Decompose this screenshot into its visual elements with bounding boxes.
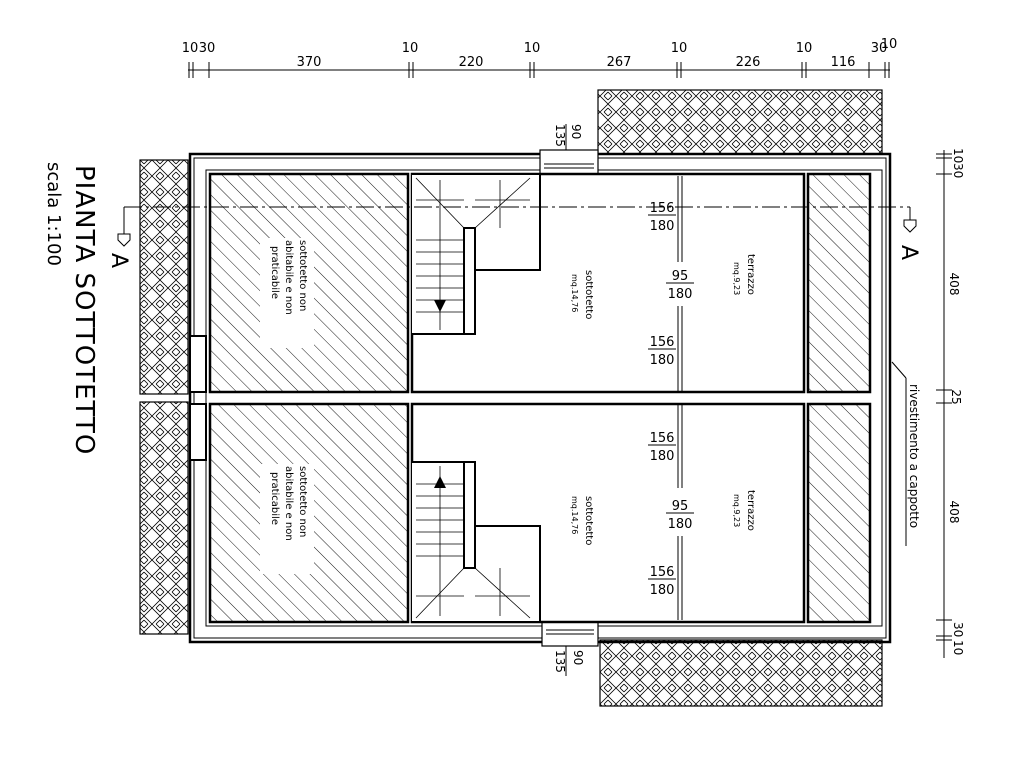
- roof-pad-top-right: [597, 89, 883, 155]
- dim-top-13: 10: [881, 37, 898, 52]
- label-nonhab-top: sottotetto non abitabile e non praticabi…: [260, 238, 314, 348]
- svg-text:180: 180: [668, 517, 693, 532]
- svg-text:156: 156: [650, 431, 675, 446]
- building-walls: [188, 149, 892, 647]
- roof-pad-left-bottom: [139, 401, 189, 635]
- dim-top-12: 30: [871, 41, 888, 56]
- svg-text:156: 156: [650, 565, 675, 580]
- insulation-annotation: rivestimento a cappotto: [891, 361, 921, 546]
- dim-top-11: 116: [831, 55, 856, 70]
- svg-text:95: 95: [672, 269, 689, 284]
- staircase-bottom: [412, 461, 541, 623]
- dim-top-2: 30: [199, 41, 216, 56]
- nonhab-bottom-line3: praticabile: [269, 472, 280, 525]
- dim-right-3: 408: [947, 273, 961, 296]
- svg-text:180: 180: [650, 219, 675, 234]
- opening-top-2: 95 180: [666, 269, 694, 302]
- attic-top-area: mq.14,76: [570, 274, 579, 312]
- svg-text:180: 180: [650, 449, 675, 464]
- svg-text:95: 95: [672, 499, 689, 514]
- svg-text:156: 156: [650, 201, 675, 216]
- opening-top-1: 156 180: [648, 201, 676, 234]
- nonhab-bottom-line2: abitabile e non: [283, 466, 294, 541]
- dim-top-9: 226: [736, 55, 761, 70]
- dim-right-1: 10: [951, 148, 965, 163]
- window-top-width: 90: [569, 124, 583, 139]
- opening-bottom-2: 95 180: [666, 499, 694, 532]
- dim-top-10: 10: [796, 41, 813, 56]
- dim-top-3: 370: [297, 55, 322, 70]
- section-marker-right: A: [896, 245, 921, 260]
- opening-bottom-1: 156 180: [648, 431, 676, 464]
- dim-top-8: 10: [671, 41, 688, 56]
- svg-text:156: 156: [650, 335, 675, 350]
- svg-text:180: 180: [650, 583, 675, 598]
- section-line-a: A A: [106, 206, 921, 268]
- drawing-scale: scala 1:100: [43, 162, 64, 266]
- attic-bottom-area: mq.14,76: [570, 496, 579, 534]
- nonhab-top-line3: praticabile: [269, 246, 280, 299]
- window-bottom-height: 135: [553, 650, 567, 673]
- right-dimension-chain: 10 30 408 25 408 30 10: [936, 148, 965, 658]
- dim-right-7: 10: [951, 640, 965, 655]
- section-marker-left: A: [106, 253, 131, 268]
- label-nonhab-bottom: sottotetto non abitabile e non praticabi…: [260, 464, 314, 574]
- roof-strip-bottom: [806, 402, 872, 624]
- roof-strip-top: [806, 172, 872, 394]
- staircase-top: [412, 173, 541, 335]
- terrace-bottom-name: terrazzo: [745, 490, 756, 531]
- room-labels: sottotetto non abitabile e non praticabi…: [260, 238, 756, 574]
- nonhab-top-line1: sottotetto non: [297, 240, 308, 311]
- insulation-label: rivestimento a cappotto: [907, 384, 921, 528]
- dim-right-4: 25: [949, 389, 963, 404]
- dim-right-2: 30: [951, 163, 965, 178]
- nonhab-top-line2: abitabile e non: [283, 240, 294, 315]
- dim-top-7: 267: [607, 55, 632, 70]
- nonhab-bottom-line1: sottotetto non: [297, 466, 308, 537]
- terrace-top-name: terrazzo: [745, 254, 756, 295]
- opening-sizes: 156 180 95 180 156 180 156 180 95 180 15…: [648, 201, 694, 598]
- svg-text:180: 180: [668, 287, 693, 302]
- attic-bottom-name: sottotetto: [583, 496, 594, 545]
- opening-bottom-3: 156 180: [648, 565, 676, 598]
- roof-openings: [677, 176, 683, 620]
- terrace-bottom-area: mq.9,23: [732, 494, 741, 527]
- attic-top-name: sottotetto: [583, 270, 594, 319]
- roof-pad-bottom-right: [599, 639, 883, 707]
- dim-top-4: 10: [402, 41, 419, 56]
- window-dimensions: 90 135 90 135: [553, 124, 585, 676]
- window-top-height: 135: [553, 124, 567, 147]
- svg-text:180: 180: [650, 353, 675, 368]
- dim-right-6: 30: [951, 622, 965, 637]
- dim-right-5: 408: [947, 501, 961, 524]
- dim-top-6: 10: [524, 41, 541, 56]
- dim-top-5: 220: [459, 55, 484, 70]
- window-bottom-width: 90: [571, 650, 585, 665]
- drawing-title: PIANTA SOTTOTETTO: [69, 165, 99, 455]
- external-terraces: [139, 89, 883, 707]
- top-dimension-chain: 10 30 370 10 220 10 267 10 226 10 116 30…: [182, 37, 898, 78]
- roof-pad-left-top: [139, 159, 189, 395]
- terrace-top-area: mq.9,23: [732, 262, 741, 295]
- dim-top-1: 10: [182, 41, 199, 56]
- drawing-title-block: PIANTA SOTTOTETTO scala 1:100: [43, 162, 99, 455]
- opening-top-3: 156 180: [648, 335, 676, 368]
